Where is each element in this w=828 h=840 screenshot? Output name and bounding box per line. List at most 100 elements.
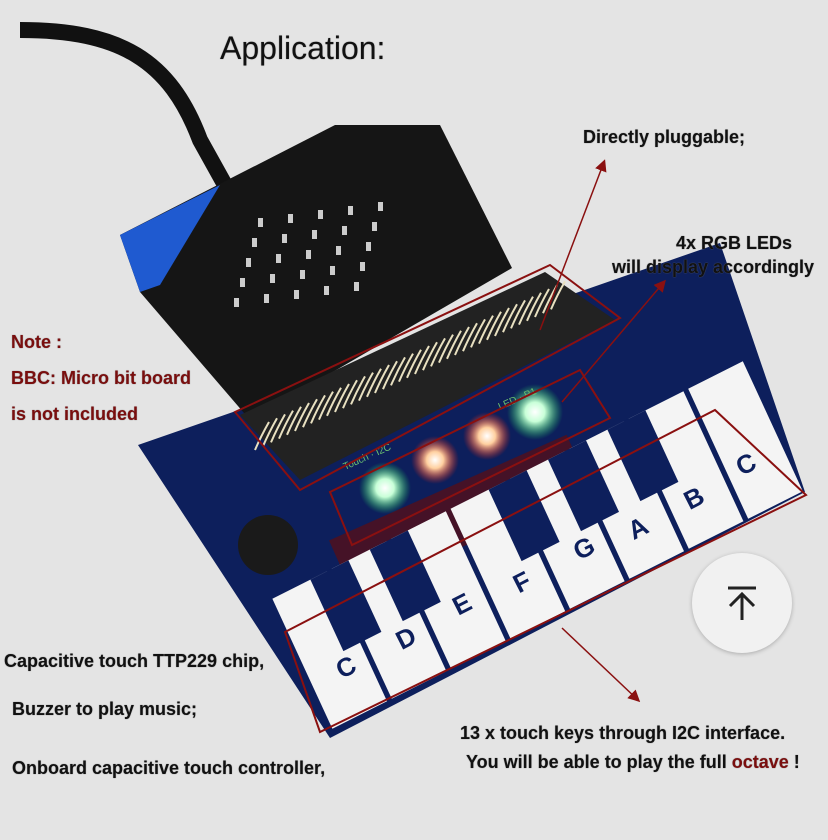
connector-pin: [382, 360, 398, 390]
callout-pluggable: Directly pluggable;: [583, 127, 746, 147]
connector-pin: [486, 311, 502, 341]
microbit-led: [276, 254, 281, 263]
connector-pin: [318, 391, 334, 420]
connector-pin: [494, 307, 510, 337]
callout-leds-2: will display accordingly: [612, 257, 815, 277]
microbit-led: [252, 238, 257, 247]
white-key[interactable]: [688, 361, 803, 519]
microbit-led: [288, 214, 293, 223]
callout-controller: Onboard capacitive touch controller,: [12, 758, 326, 778]
connector-pin: [350, 375, 366, 405]
connector-pin: [342, 379, 358, 409]
note-label: Note :: [11, 332, 62, 352]
microbit-led: [306, 250, 311, 259]
microbit-led: [378, 202, 383, 211]
microbit-led: [240, 278, 245, 287]
black-key[interactable]: [607, 410, 679, 502]
white-key[interactable]: [331, 541, 447, 699]
connector-highlight-box: [233, 263, 622, 492]
connector-pin: [310, 394, 326, 424]
white-key[interactable]: [628, 391, 744, 549]
connector-pin: [414, 345, 430, 375]
black-key[interactable]: [547, 440, 620, 532]
connector-pin: [446, 330, 462, 360]
microbit-led: [366, 242, 371, 251]
connector-pin: [478, 315, 494, 344]
microbit-led-matrix: [234, 202, 383, 307]
white-key[interactable]: [509, 451, 625, 609]
keys-suffix: !: [788, 752, 800, 772]
connector-pin: [262, 417, 278, 447]
arrow-pluggable: [539, 159, 607, 331]
microbit-led: [294, 290, 299, 299]
connector-pin: [294, 402, 310, 432]
page-title: Application:: [220, 30, 386, 66]
microbit-led: [342, 226, 347, 235]
microbit-led: [282, 234, 287, 243]
connector-pin: [390, 356, 406, 386]
microbit-led: [324, 286, 329, 295]
microbit-board: [120, 125, 512, 420]
connector-pin: [534, 288, 550, 318]
white-key[interactable]: [391, 511, 506, 669]
microbit-led: [354, 282, 359, 291]
white-key[interactable]: [450, 481, 566, 639]
connector-pin: [398, 353, 414, 382]
note-line-2: is not included: [11, 404, 139, 424]
arrow-leds: [561, 279, 666, 403]
connector-pin: [270, 413, 286, 443]
rgb-led-1: [359, 462, 411, 514]
black-key[interactable]: [369, 530, 441, 622]
microbit-led: [246, 258, 251, 267]
white-key[interactable]: [272, 571, 388, 729]
callout-chip: Capacitive touch TTP229 chip,: [4, 651, 265, 671]
callout-keys-2: You will be able to play the full octave…: [466, 752, 800, 773]
usb-cable: [19, 22, 232, 189]
callout-keys-1: 13 x touch keys through I2C interface.: [460, 723, 786, 743]
connector-pin: [254, 421, 270, 451]
microbit-blue-corner: [120, 185, 220, 292]
connector-pin: [502, 303, 518, 333]
rgb-led-3: [463, 412, 511, 460]
scroll-to-top-button[interactable]: [692, 553, 792, 653]
microbit-led: [264, 294, 269, 303]
rgb-led-2: [411, 436, 459, 484]
black-key[interactable]: [488, 470, 560, 562]
black-key[interactable]: [310, 560, 382, 652]
connector-pin: [438, 334, 454, 363]
connector-pin: [550, 280, 566, 310]
callout-buzzer: Buzzer to play music;: [12, 699, 198, 719]
note-line-1: BBC: Micro bit board: [11, 368, 191, 388]
led-highlight-box: [328, 368, 612, 547]
microbit-led: [312, 230, 317, 239]
connector-pin: [326, 387, 342, 417]
connector-pin: [462, 322, 478, 352]
connector-pin: [510, 299, 526, 329]
buzzer: [238, 515, 298, 575]
microbit-led: [318, 210, 323, 219]
microbit-led: [258, 218, 263, 227]
callout-leds-1: 4x RGB LEDs: [676, 233, 793, 253]
keys-text: You will be able to play the full: [466, 752, 732, 772]
microbit-led: [336, 246, 341, 255]
connector-pin: [366, 368, 382, 398]
microbit-led: [372, 222, 377, 231]
connector-pin: [358, 372, 374, 401]
connector-pin: [526, 292, 542, 322]
connector-pin: [334, 383, 350, 413]
microbit-led: [270, 274, 275, 283]
microbit-led: [348, 206, 353, 215]
edge-connector: [240, 272, 615, 480]
connector-pin: [286, 406, 302, 436]
connector-pin: [302, 398, 318, 428]
connector-pin: [406, 349, 422, 379]
white-key[interactable]: [569, 421, 685, 579]
connector-pin: [430, 337, 446, 367]
keys-highlight-box: [283, 408, 808, 734]
arrow-keys: [561, 627, 641, 703]
connector-pin: [422, 341, 438, 371]
connector-pin: [374, 364, 390, 394]
connector-pin: [278, 410, 294, 439]
piano-keyboard: [272, 361, 803, 729]
